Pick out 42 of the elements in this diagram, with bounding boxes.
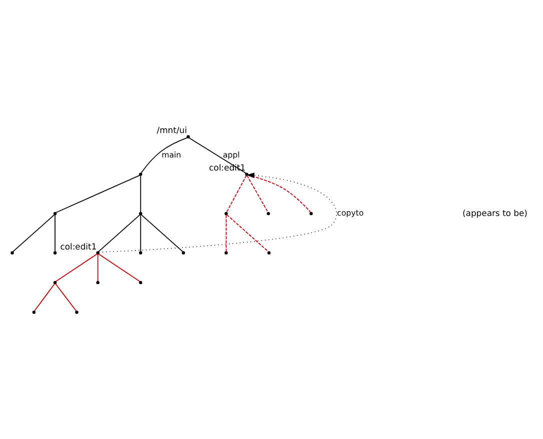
node-point	[139, 280, 142, 284]
connector	[12, 214, 55, 252]
connector	[140, 214, 184, 252]
node-point	[182, 250, 186, 254]
node-point	[224, 250, 228, 254]
connector	[97, 253, 98, 282]
node-point	[53, 250, 57, 254]
connector	[226, 174, 247, 212]
node-point	[224, 211, 228, 215]
node-point	[310, 211, 313, 215]
node-point	[245, 172, 248, 176]
connector	[226, 214, 227, 252]
label: (appears to be)	[462, 207, 528, 218]
node-point	[266, 211, 270, 215]
node-point	[75, 310, 78, 314]
node-point	[139, 211, 142, 215]
connector	[54, 214, 56, 252]
connector	[140, 136, 188, 174]
connector	[55, 282, 77, 311]
connector	[34, 282, 55, 311]
node-point	[267, 250, 271, 254]
connector	[140, 214, 142, 252]
node-point	[139, 250, 142, 254]
node-point	[32, 310, 36, 314]
node-label: /mnt/ui	[156, 124, 187, 135]
connector	[140, 174, 142, 212]
node-point	[139, 172, 142, 176]
connector	[98, 214, 140, 252]
node-point	[186, 134, 190, 138]
node-point	[10, 250, 14, 254]
connector	[226, 214, 269, 252]
connector	[246, 174, 268, 212]
node-point	[53, 211, 57, 215]
connector	[247, 174, 312, 212]
node-label: col:edit1	[60, 240, 97, 251]
node-point	[53, 280, 57, 284]
node-point	[96, 250, 100, 254]
arrow	[98, 172, 338, 252]
connector	[98, 252, 140, 282]
connector	[56, 252, 98, 282]
connector	[56, 174, 140, 212]
node-point	[96, 280, 100, 284]
